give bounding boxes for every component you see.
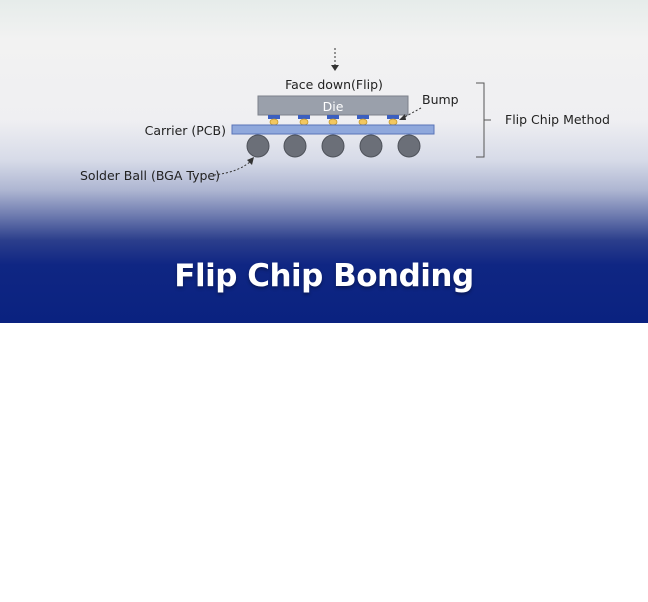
slide-title: Flip Chip Bonding <box>174 258 474 294</box>
bump-pad <box>268 115 280 119</box>
carrier-label: Carrier (PCB) <box>145 123 226 138</box>
carrier-pcb <box>231 124 435 135</box>
bump-label: Bump <box>422 92 459 107</box>
bump <box>358 118 368 126</box>
blank-area <box>0 323 648 602</box>
solder-ball-label: Solder Ball (BGA Type) <box>80 168 220 183</box>
solder-ball <box>283 134 307 158</box>
bump-pad <box>327 115 339 119</box>
bump-pad <box>357 115 369 119</box>
solder-ball <box>321 134 345 158</box>
solder-balls <box>246 134 421 158</box>
flip-chip-diagram: Face down(Flip) Die Bump Carrier ( <box>80 48 610 183</box>
bump-pad <box>387 115 399 119</box>
solder-ball <box>397 134 421 158</box>
bump <box>388 118 398 126</box>
bump <box>269 118 279 126</box>
bump-pads <box>268 115 399 119</box>
face-down-arrow <box>331 48 339 71</box>
bump-leader <box>399 107 422 120</box>
bump <box>328 118 338 126</box>
bump-pad <box>298 115 310 119</box>
solder-ball <box>359 134 383 158</box>
method-bracket <box>476 82 491 158</box>
die-label: Die <box>323 99 344 114</box>
solder-ball <box>246 134 270 158</box>
method-label: Flip Chip Method <box>505 112 610 127</box>
face-down-label: Face down(Flip) <box>285 77 383 92</box>
slide-banner: Face down(Flip) Die Bump Carrier ( <box>0 0 648 323</box>
bump <box>299 118 309 126</box>
solder-ball-leader <box>213 157 254 176</box>
bumps <box>269 118 398 126</box>
